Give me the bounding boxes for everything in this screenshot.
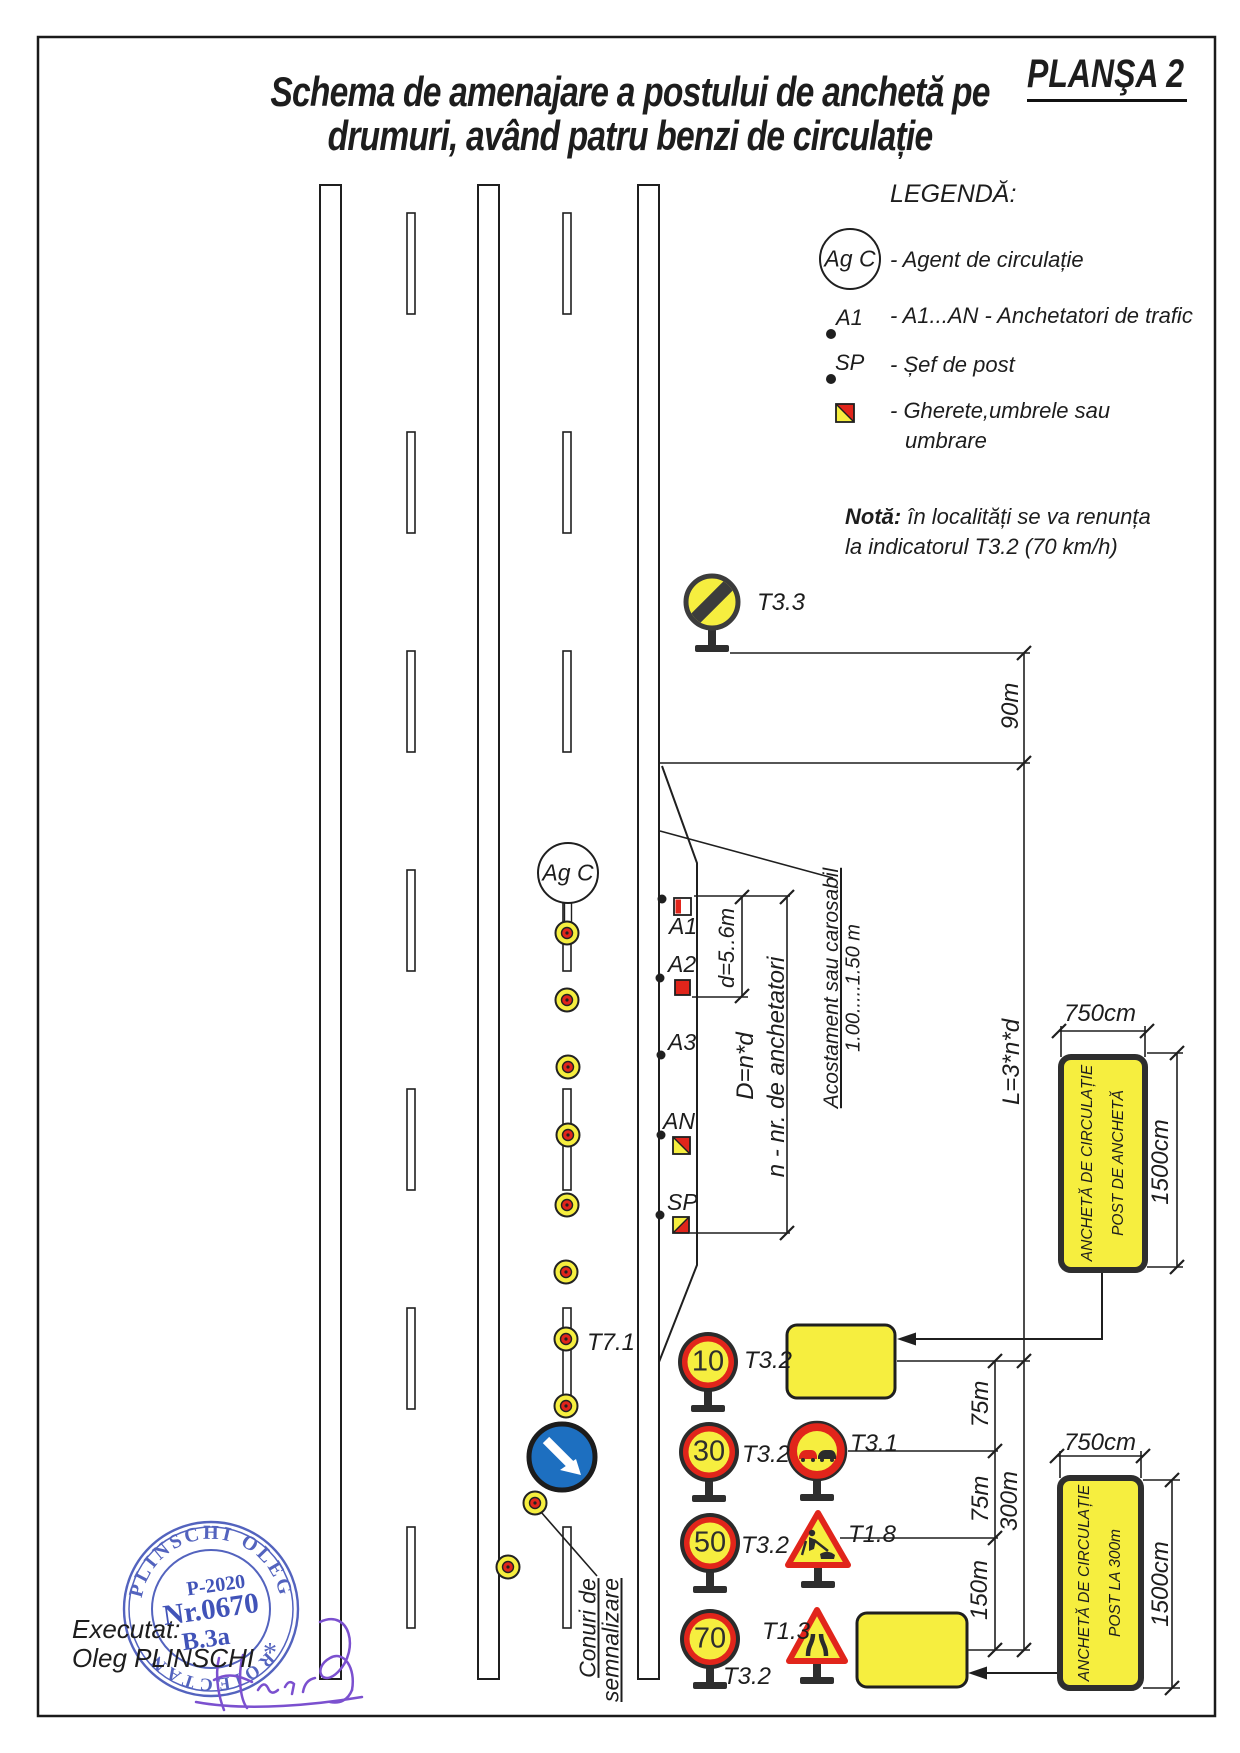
speed-70-value: 70 bbox=[693, 1622, 727, 1655]
agent-symbol-road: Ag C bbox=[542, 859, 594, 886]
speed-30-value: 30 bbox=[692, 1435, 726, 1468]
post-sign-2 bbox=[1057, 1475, 1144, 1691]
t18-sign-icon bbox=[785, 1510, 851, 1588]
dim-D: D=n*d bbox=[732, 1032, 759, 1100]
t31-sign-icon bbox=[786, 1420, 848, 1501]
stamp-star: * bbox=[263, 1638, 277, 1669]
legend-booth-icon bbox=[835, 403, 855, 423]
post-sign-2-text: ANCHETĂ DE CIRCULAȚIE POST LA 300m bbox=[1069, 1485, 1131, 1681]
speed-50-label: T3.2 bbox=[741, 1532, 790, 1559]
note-text1: în localități se va renunța bbox=[901, 504, 1151, 529]
note-label: Notă: bbox=[845, 504, 902, 529]
dim-750cm-1: 750cm bbox=[1063, 1000, 1137, 1027]
post-sign-1-line1: ANCHETĂ DE CIRCULAȚIE bbox=[1079, 1064, 1096, 1262]
speed-10-value: 10 bbox=[691, 1345, 725, 1378]
dimension-ticks bbox=[734, 645, 1185, 1696]
legend-symbols bbox=[819, 228, 881, 423]
executed-label: Executat: bbox=[72, 1614, 181, 1644]
dim-shoulder2: 1.00.....1.50 m bbox=[842, 924, 865, 1052]
investigator-markers bbox=[655, 894, 692, 1234]
dim-75m-a: 75m bbox=[967, 1380, 994, 1428]
t18-label: T1.8 bbox=[848, 1521, 897, 1548]
cones-label-line2: semnalizare bbox=[597, 1578, 624, 1702]
legend-sp-symbol: SP bbox=[835, 350, 865, 375]
note-line1: Notă: în localități se va renunța bbox=[845, 504, 1151, 530]
dim-shoulder1: Acostament sau carosabil bbox=[820, 867, 843, 1109]
marker-a1: A1 bbox=[669, 913, 698, 939]
leader-arrows bbox=[540, 1270, 1103, 1680]
t33-label: T3.3 bbox=[757, 589, 806, 616]
road-markings bbox=[319, 184, 660, 1680]
page-frame bbox=[36, 35, 1217, 1718]
speed-30-label: T3.2 bbox=[742, 1441, 791, 1468]
legend-agent-text: - Agent de circulație bbox=[890, 247, 1084, 272]
marker-a3: A3 bbox=[668, 1029, 697, 1055]
post-sign-1 bbox=[1058, 1054, 1148, 1273]
speed-70-label: T3.2 bbox=[723, 1663, 772, 1690]
dim-150m: 150m bbox=[966, 1559, 993, 1621]
dim-1500cm-2: 1500cm bbox=[1147, 1541, 1174, 1627]
legend-booth-text2: umbrare bbox=[905, 428, 987, 453]
t33-sign-icon bbox=[683, 573, 741, 652]
stamp-arc-bottom: PROIECTANT bbox=[0, 0, 275, 1695]
t13-label: T1.3 bbox=[762, 1618, 811, 1645]
agent-post-icon bbox=[537, 842, 599, 923]
blue-arrow-sign-icon bbox=[526, 1421, 598, 1493]
legend-sp-text: - Șef de post bbox=[890, 352, 1015, 377]
post-sign-2-line2: POST LA 300m bbox=[1107, 1529, 1124, 1637]
dimension-lines bbox=[659, 652, 1183, 1689]
svg-text:PROIECTANT: PROIECTANT bbox=[0, 0, 279, 1695]
dim-75m-b: 75m bbox=[967, 1475, 994, 1523]
sheet-number: PLANŞA 2 bbox=[1027, 52, 1188, 102]
booth-box-1 bbox=[785, 1323, 897, 1400]
note-line2: la indicatorul T3.2 (70 km/h) bbox=[845, 534, 1118, 559]
page-title-line1: Schema de amenajare a postului de anchet… bbox=[270, 68, 990, 115]
executed-name: Oleg PLINSCHI bbox=[72, 1643, 255, 1673]
dim-750cm-2: 750cm bbox=[1063, 1429, 1137, 1456]
booth-box-2 bbox=[855, 1611, 969, 1689]
dim-300m: 300m bbox=[996, 1470, 1023, 1532]
marker-a2: A2 bbox=[668, 951, 697, 977]
signature bbox=[194, 1618, 364, 1712]
dim-1500cm-1: 1500cm bbox=[1147, 1119, 1174, 1205]
speed-50-value: 50 bbox=[693, 1526, 727, 1559]
post-sign-2-line1: ANCHETĂ DE CIRCULAȚIE bbox=[1076, 1484, 1093, 1682]
dim-d: d=5..6m bbox=[714, 907, 739, 989]
post-sign-1-text: ANCHETĂ DE CIRCULAȚIE POST DE ANCHETĂ bbox=[1072, 1065, 1134, 1261]
page-title-line2: drumuri, având patru benzi de circulație bbox=[327, 112, 933, 159]
post-zone-taper bbox=[658, 765, 698, 1363]
t13-sign-icon bbox=[786, 1607, 848, 1684]
dim-90m: 90m bbox=[997, 682, 1024, 730]
legend-agent-symbol: Ag C bbox=[824, 245, 876, 272]
dim-L: L=3*n*d bbox=[998, 1018, 1025, 1106]
stamp: PLINSCHI OLEG PROIECTANT * bbox=[0, 0, 300, 1698]
legend-booth-text1: - Gherete,umbrele sau bbox=[890, 398, 1111, 423]
marker-an: AN bbox=[663, 1108, 695, 1134]
marker-sp: SP bbox=[667, 1189, 698, 1215]
t71-label: T7.1 bbox=[587, 1329, 636, 1356]
speed-10-label: T3.2 bbox=[744, 1347, 793, 1374]
post-sign-1-line2: POST DE ANCHETĂ bbox=[1110, 1090, 1127, 1236]
legend-a1-symbol: A1 bbox=[836, 305, 863, 330]
legend-a1-text: - A1...AN - Anchetatori de trafic bbox=[890, 303, 1193, 328]
dim-n: n - nr. de anchetatori bbox=[763, 956, 790, 1178]
legend-heading: LEGENDĂ: bbox=[890, 180, 1017, 208]
t31-label: T3.1 bbox=[850, 1430, 899, 1457]
legend-agent-circle-icon bbox=[819, 228, 881, 290]
